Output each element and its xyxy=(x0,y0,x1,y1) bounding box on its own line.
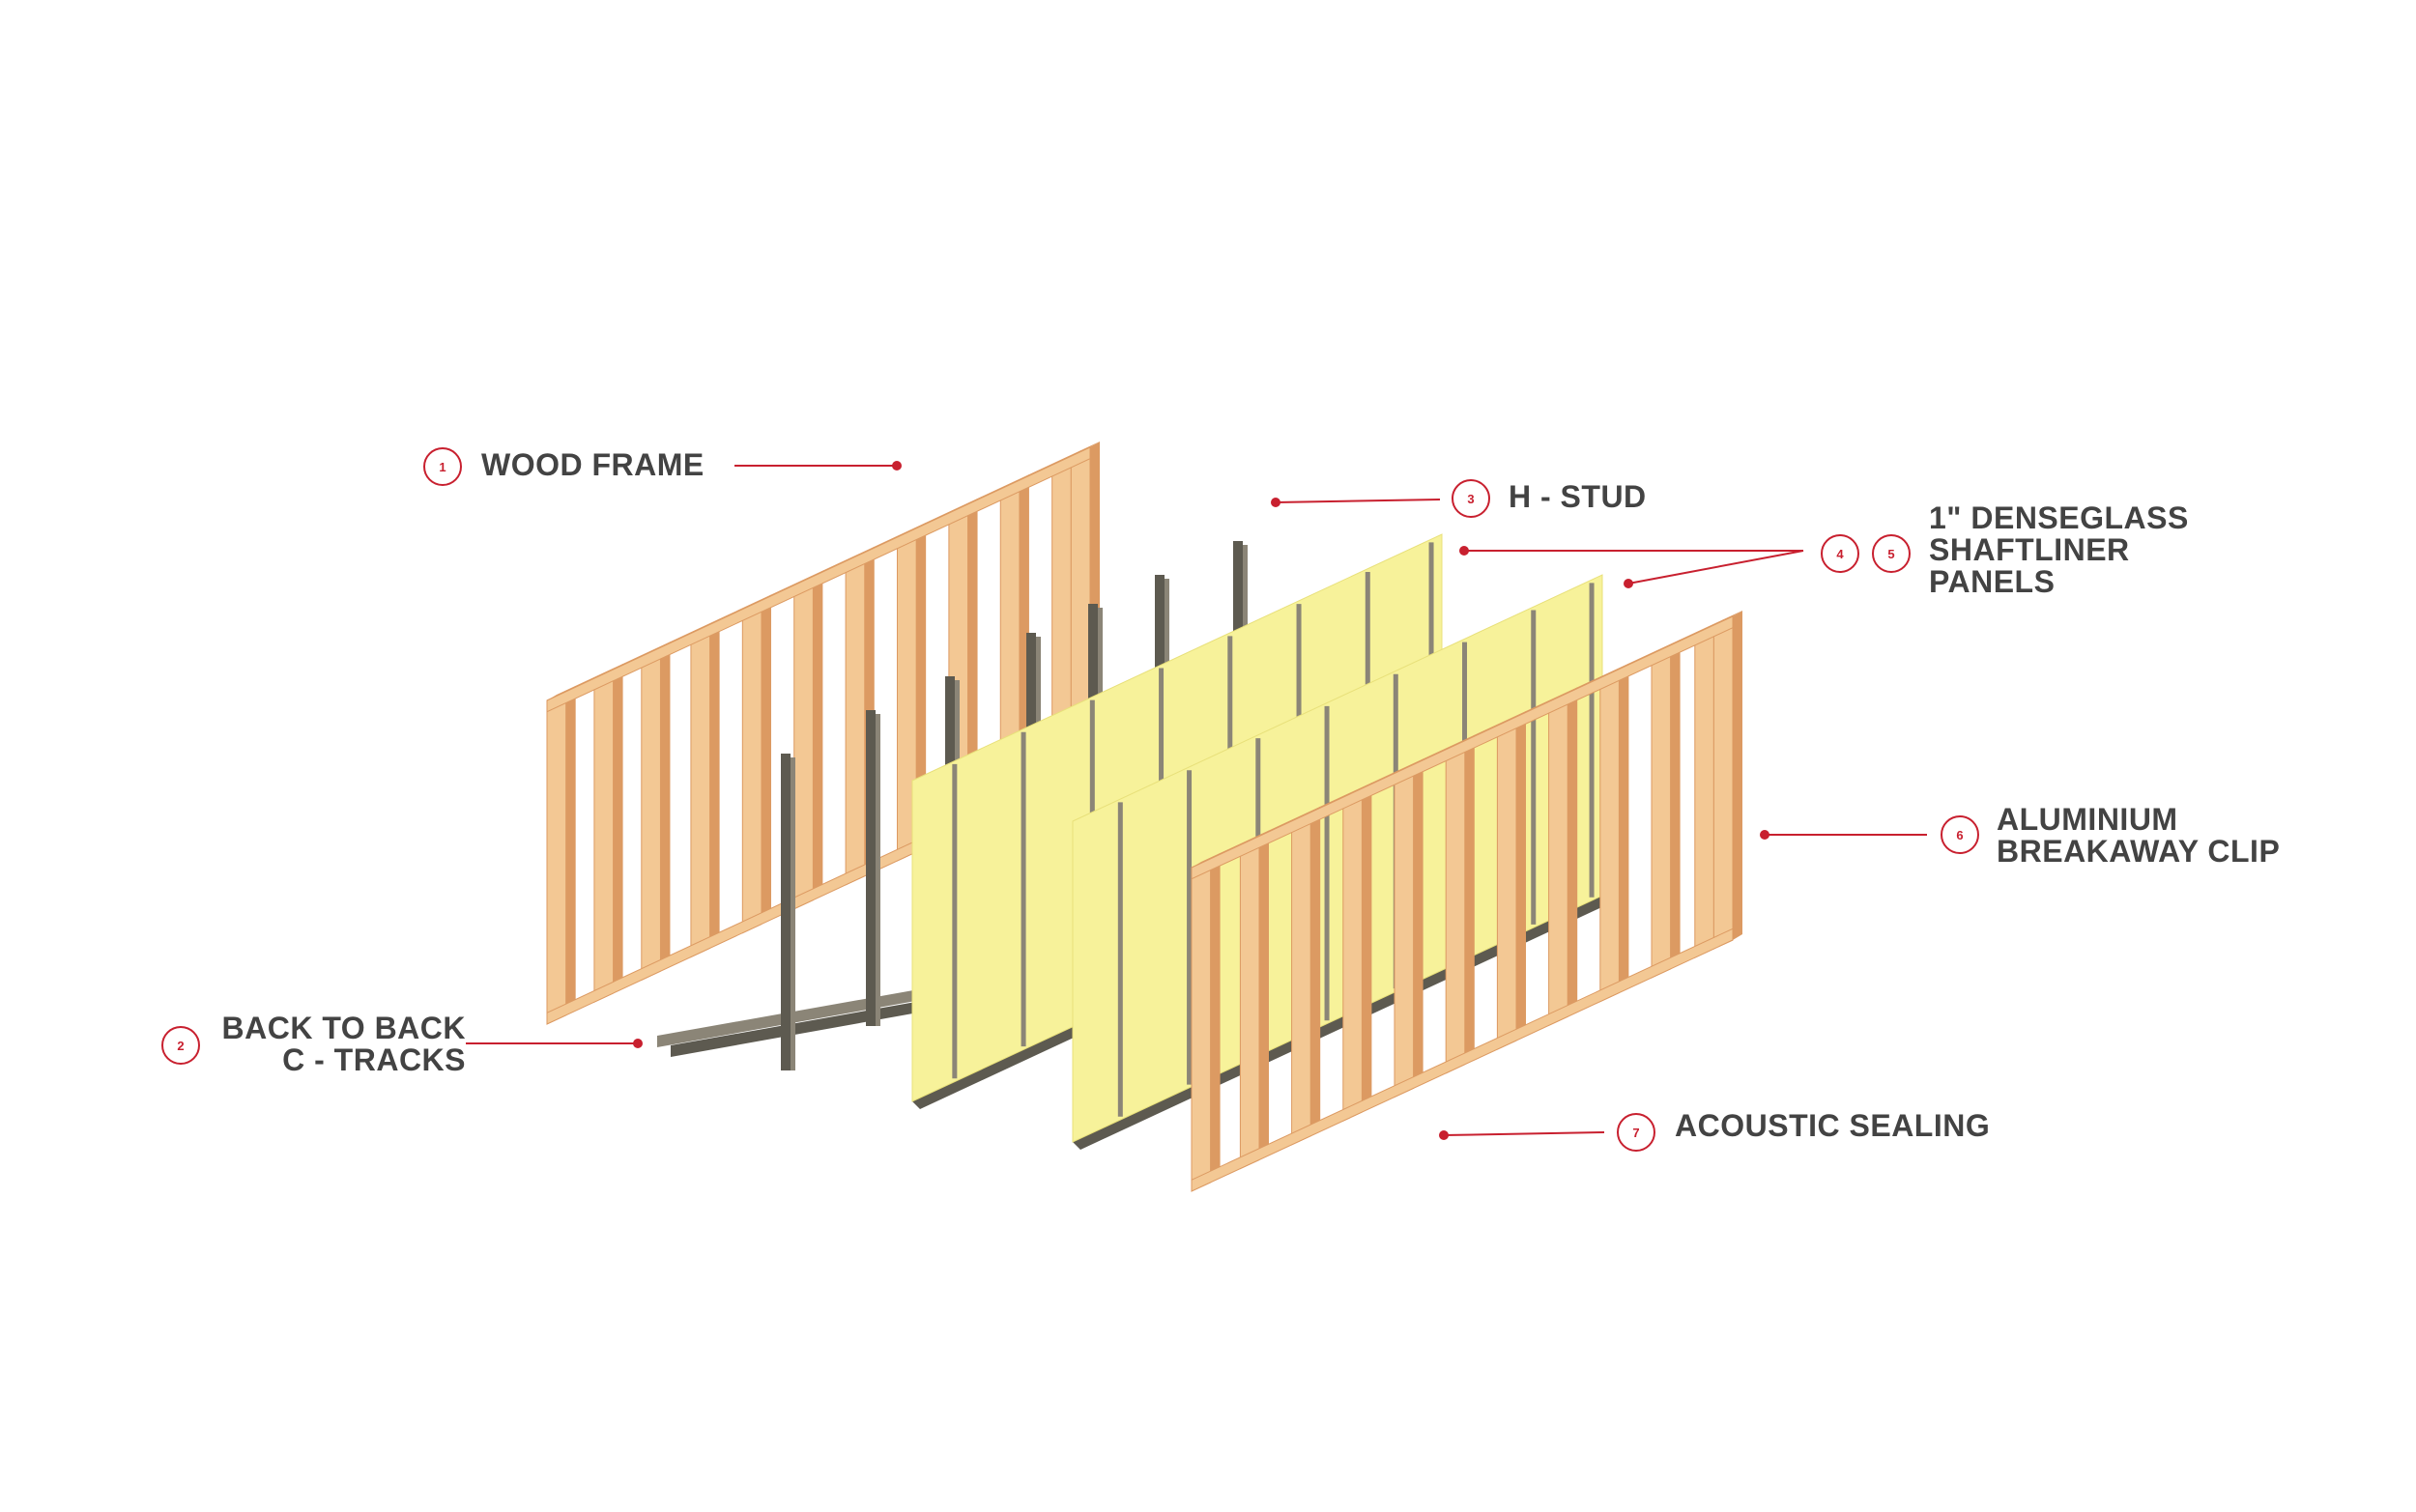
back-frame-stud xyxy=(593,669,615,1003)
back-frame-stud-side xyxy=(967,498,978,828)
front-frame-stud xyxy=(1599,668,1620,1003)
back-frame-stud-side xyxy=(761,594,771,925)
back-frame-top-plate xyxy=(546,446,1091,713)
back-frame-stud-side xyxy=(613,664,623,994)
back-frame-stud xyxy=(741,599,762,934)
front-frame-stud xyxy=(1394,763,1415,1098)
callout-badge-4: 4 xyxy=(1821,534,1859,573)
h-stud xyxy=(866,710,876,1026)
leader-dot xyxy=(1459,546,1469,556)
leader-dot xyxy=(1760,830,1769,840)
callout-label-h-stud: H - STUD xyxy=(1509,479,1647,514)
front-frame-stud xyxy=(1548,692,1568,1027)
front-frame-stud-side xyxy=(1516,711,1526,1041)
callout-badge-7: 7 xyxy=(1617,1113,1655,1152)
front-frame-stud xyxy=(1342,787,1363,1122)
back-frame-stud-side xyxy=(709,618,720,949)
back-frame-stud xyxy=(690,623,711,958)
callout-badge-5: 5 xyxy=(1872,534,1911,573)
front-frame-stud xyxy=(1694,624,1714,958)
callout-badge-3: 3 xyxy=(1452,479,1490,518)
back-frame-stud-side xyxy=(565,685,576,1015)
h-stud-flange xyxy=(791,757,795,1070)
front-frame-stud-side xyxy=(1259,830,1269,1160)
front-frame-top-plate xyxy=(1191,615,1734,880)
back-frame-stud-side xyxy=(660,642,671,972)
leader-dot xyxy=(892,461,902,471)
front-frame-stud xyxy=(1445,739,1466,1074)
front-frame-stud-side xyxy=(1310,806,1321,1136)
leader-dot xyxy=(1271,498,1280,507)
front-wood-frame xyxy=(1191,611,1742,1192)
front-frame-stud-side xyxy=(1362,783,1372,1113)
leader-line xyxy=(1275,499,1441,503)
front-frame-stud xyxy=(1712,615,1734,950)
front-frame-stud-side xyxy=(1464,734,1475,1065)
front-frame-stud-side xyxy=(1568,687,1578,1017)
front-frame-stud-side xyxy=(1670,639,1681,969)
front-frame-stud xyxy=(1191,858,1212,1192)
front-frame-stud xyxy=(1496,716,1517,1050)
callout-badge-6: 6 xyxy=(1941,815,1979,854)
leader-dot xyxy=(1439,1130,1449,1140)
front-frame-stud xyxy=(1651,644,1672,979)
back-frame-stud xyxy=(546,691,567,1025)
leader-dot xyxy=(1624,579,1633,588)
front-frame-bottom-plate xyxy=(1191,927,1734,1192)
back-frame-stud xyxy=(641,646,661,982)
back-frame-stud xyxy=(845,551,866,886)
callout-label-acoustic-sealing: ACOUSTIC SEALING xyxy=(1675,1108,1991,1143)
front-frame-stud xyxy=(1239,835,1260,1170)
callout-label-c-tracks: BACK TO BACK C - TRACKS xyxy=(221,1011,466,1077)
back-frame-stud-side xyxy=(916,522,927,852)
callout-label-breakaway-clip: ALUMINIUM BREAKAWAY CLIP xyxy=(1997,802,2281,869)
callout-badge-2: 2 xyxy=(161,1026,200,1065)
back-frame-stud xyxy=(793,575,814,910)
front-frame-stud xyxy=(1291,812,1311,1146)
back-frame-stud-side xyxy=(813,570,823,900)
front-frame-stud-side xyxy=(1733,611,1742,940)
front-frame-stud-side xyxy=(1413,758,1424,1089)
leader-lines xyxy=(466,461,1927,1140)
callout-label-shaftliner-panels: 1" DENSEGLASS SHAFTLINER PANELS xyxy=(1929,500,2189,599)
h-stud xyxy=(781,754,791,1070)
front-frame-stud-side xyxy=(1210,852,1221,1183)
callout-label-wood-frame: WOOD FRAME xyxy=(481,447,705,482)
leader-dot xyxy=(633,1039,643,1048)
leader-line xyxy=(1443,1131,1605,1136)
front-frame-stud-side xyxy=(1619,663,1629,993)
h-stud-flange xyxy=(876,714,880,1026)
callout-badge-1: 1 xyxy=(423,447,462,486)
leader-line xyxy=(1627,550,1804,585)
